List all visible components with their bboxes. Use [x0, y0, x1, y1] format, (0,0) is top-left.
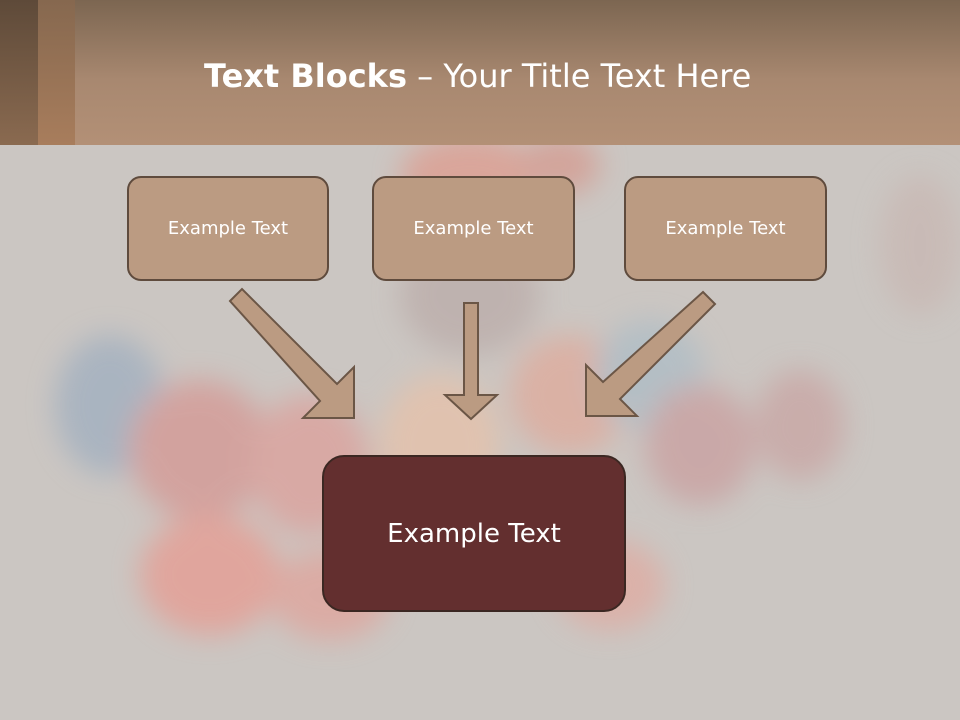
- title-rest-text: Your Title Text Here: [443, 57, 752, 95]
- slide-title: Text Blocks – Your Title Text Here: [204, 52, 751, 100]
- bottom-box-label: Example Text: [387, 518, 561, 549]
- title-dash: –: [407, 57, 444, 95]
- banner-stripe: [38, 0, 75, 145]
- top-box-2-label: Example Text: [413, 218, 534, 239]
- title-bold-text: Text Blocks: [204, 57, 407, 95]
- top-box-2[interactable]: Example Text: [372, 176, 575, 281]
- banner-stripe: [0, 0, 38, 145]
- top-box-1[interactable]: Example Text: [127, 176, 329, 281]
- top-box-3[interactable]: Example Text: [624, 176, 827, 281]
- bottom-box[interactable]: Example Text: [322, 455, 626, 612]
- top-box-3-label: Example Text: [665, 218, 786, 239]
- top-box-1-label: Example Text: [167, 218, 289, 239]
- title-banner: Text Blocks – Your Title Text Here: [0, 0, 960, 145]
